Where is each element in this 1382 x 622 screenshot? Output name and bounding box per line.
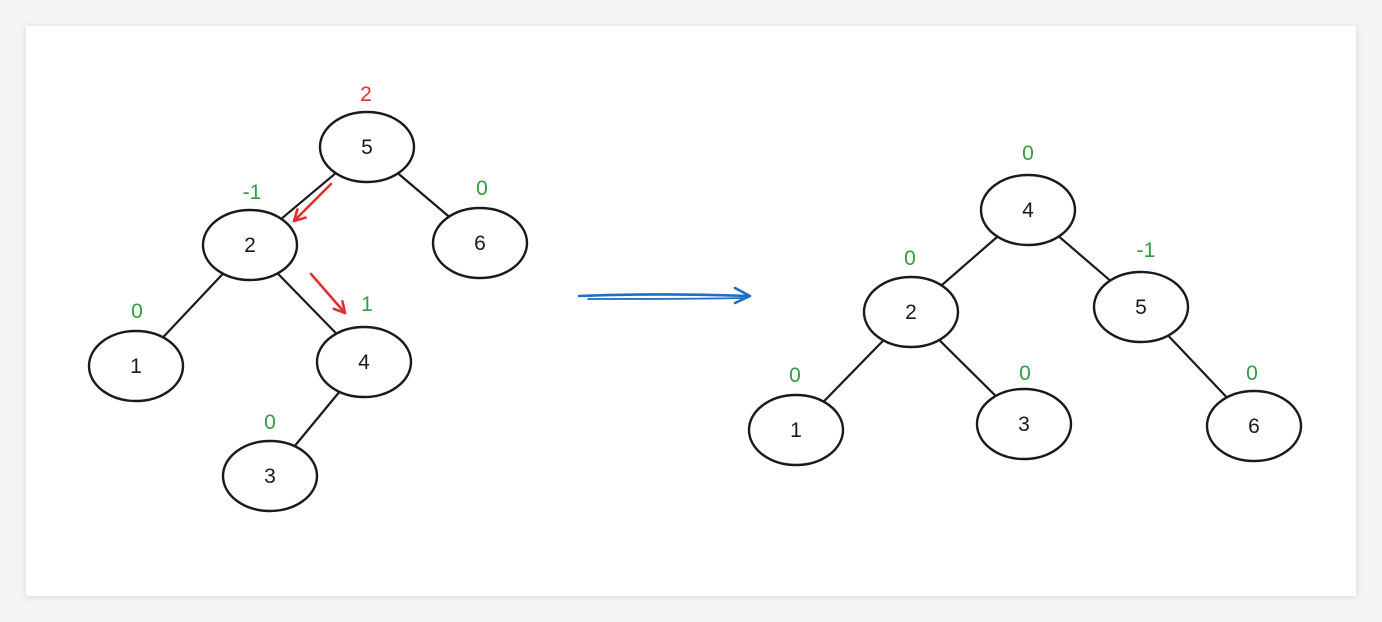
node-circle (979, 173, 1077, 247)
tree-edge (290, 387, 344, 451)
tree-node: 10 (87, 300, 185, 403)
tree-node: 60 (1205, 362, 1303, 463)
node-value: 6 (474, 232, 486, 255)
balance-factor: 0 (1019, 362, 1031, 385)
balance-factor: -1 (1137, 239, 1156, 262)
balance-factor: 0 (1246, 362, 1258, 385)
node-value: 6 (1248, 415, 1260, 438)
node-circle (87, 329, 185, 403)
node-value: 5 (361, 136, 373, 159)
node-value: 1 (130, 355, 142, 378)
node-circle (1205, 389, 1303, 463)
tree-node: 10 (747, 364, 845, 467)
tree-edge (935, 336, 1000, 400)
tree-edge (1054, 232, 1115, 285)
tree-edge (1164, 331, 1231, 402)
tree-node: 30 (221, 411, 319, 513)
tree-edge (277, 169, 340, 223)
tree-node: 60 (431, 177, 529, 280)
tree-node: 20 (862, 247, 960, 349)
tree-node: 5 -1 (1092, 239, 1190, 344)
balance-factor: 2 (360, 83, 372, 106)
node-value: 4 (358, 351, 370, 374)
balance-factor: 0 (264, 411, 276, 434)
tree-edge (819, 336, 888, 406)
node-value: 3 (264, 465, 276, 488)
balance-factor: -1 (243, 181, 262, 204)
node-value: 3 (1018, 413, 1030, 436)
node-circle (221, 439, 319, 513)
tree-edge (937, 232, 1002, 290)
tree-node: 30 (975, 362, 1073, 461)
node-circle (201, 208, 299, 282)
edges-layer (159, 169, 1231, 451)
node-circle (315, 325, 413, 399)
balance-factor: 0 (789, 364, 801, 387)
node-circle (431, 206, 529, 280)
node-value: 5 (1135, 296, 1147, 319)
node-value: 4 (1022, 199, 1034, 222)
node-value: 2 (905, 301, 917, 324)
node-circle (1092, 270, 1190, 344)
tree-edge (273, 269, 341, 338)
rotation-arrow-right (309, 272, 347, 315)
node-circle (318, 110, 416, 184)
tree-node: 40 (979, 142, 1077, 247)
node-value: 2 (244, 234, 256, 257)
tree-node: 52 (318, 83, 416, 184)
tree-node: 41 (315, 293, 413, 399)
tree-edge (393, 169, 454, 221)
balance-factor: 1 (361, 293, 373, 316)
node-circle (862, 275, 960, 349)
arrows-layer (292, 182, 752, 315)
balance-factor: 0 (131, 300, 143, 323)
tree-node: 2 -1 (201, 181, 299, 282)
node-circle (975, 387, 1073, 461)
rotation-arrow-left (292, 182, 333, 223)
balance-factor: 0 (904, 247, 916, 270)
transition-arrow (577, 286, 752, 305)
balance-factor: 0 (476, 177, 488, 200)
tree-edge (159, 269, 227, 342)
node-circle (747, 393, 845, 467)
balance-factor: 0 (1022, 142, 1034, 165)
node-value: 1 (790, 419, 802, 442)
